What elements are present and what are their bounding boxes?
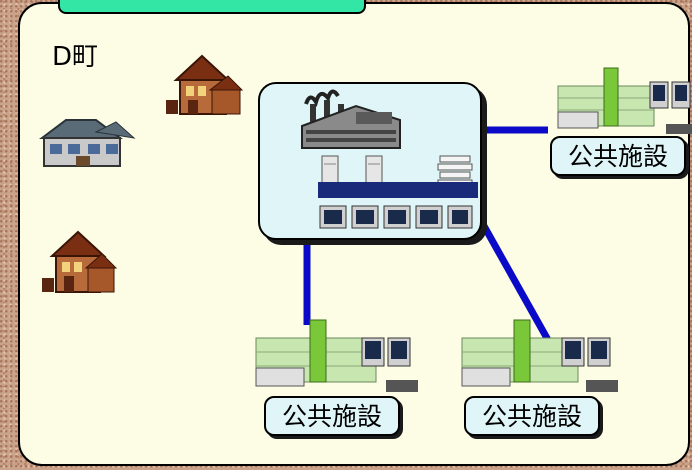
network-bus [318, 182, 478, 198]
factory-icon [301, 89, 401, 149]
house-icon [42, 230, 118, 293]
link-line-bottom-right [480, 224, 552, 342]
facility-label: 公共施設 [264, 396, 400, 436]
facility-label: 公共施設 [550, 136, 686, 176]
facility-label: 公共施設 [464, 396, 600, 436]
public-facility-icon [461, 319, 618, 392]
title-tab [58, 0, 366, 14]
public-facility-node: 公共施設 [546, 66, 692, 178]
public-facility-node: 公共施設 [452, 318, 622, 438]
public-facility-icon [557, 67, 692, 134]
house-icon [166, 54, 244, 115]
public-facility-icon [255, 319, 418, 392]
town-label: D町 [52, 42, 99, 72]
public-facility-node: 公共施設 [242, 318, 422, 438]
computer-icon [319, 205, 473, 229]
data-center-node [258, 82, 482, 240]
house-icon [39, 119, 136, 167]
